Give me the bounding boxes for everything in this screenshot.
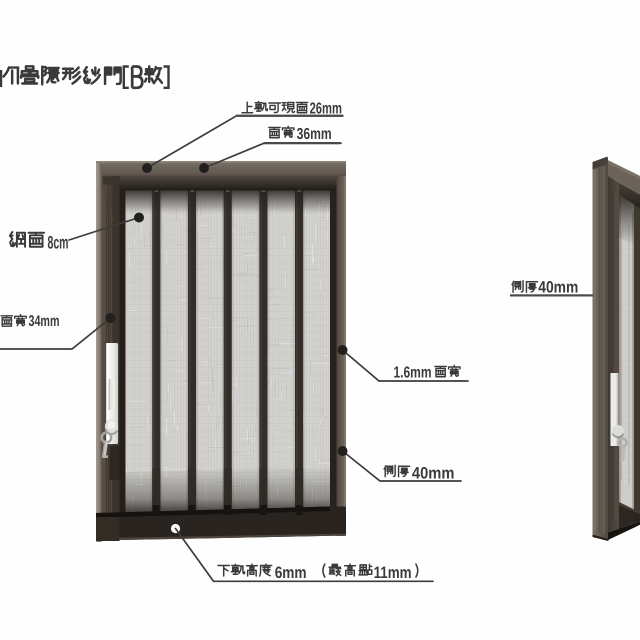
svg-text:26mm: 26mm: [310, 101, 342, 118]
svg-text:8cm: 8cm: [48, 233, 69, 253]
svg-text:40mm: 40mm: [412, 464, 455, 482]
svg-text:36mm: 36mm: [297, 126, 332, 143]
svg-text:34mm: 34mm: [29, 313, 60, 330]
svg-text:6mm: 6mm: [275, 564, 307, 582]
svg-text:11mm: 11mm: [374, 564, 412, 582]
svg-text:1.6mm: 1.6mm: [394, 365, 432, 382]
svg-text:40mm: 40mm: [538, 279, 578, 297]
